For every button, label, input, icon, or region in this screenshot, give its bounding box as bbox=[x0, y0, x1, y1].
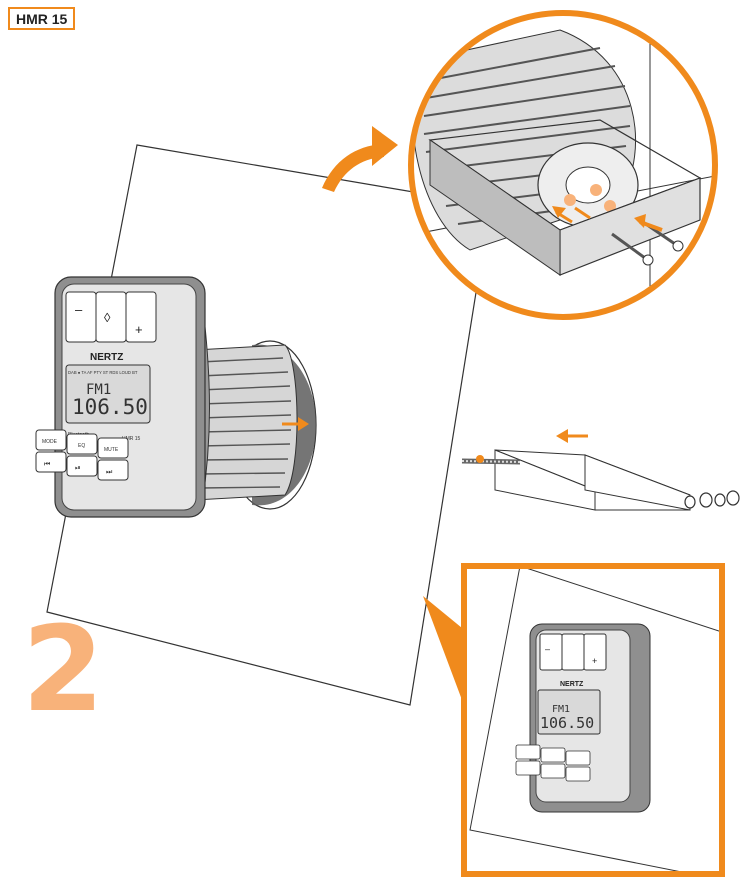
minus-button-label: – bbox=[75, 302, 83, 317]
status-row: DAB ● TA AF PTY ST RDS LOUD BT bbox=[68, 370, 138, 375]
insert-arrow bbox=[282, 417, 309, 431]
zoom-arrow bbox=[322, 126, 398, 192]
nuts-washers bbox=[684, 490, 740, 509]
lcd-line1: FM1 bbox=[86, 382, 111, 398]
brand-logo: NERTZ bbox=[90, 352, 123, 363]
play-button-label: ⏯ bbox=[75, 465, 81, 472]
head-unit: – ◊ + NERTZ DAB ● TA AF PTY ST RDS LOUD … bbox=[35, 276, 298, 518]
next-button-label: ⏭ bbox=[106, 469, 113, 476]
zoom-detail bbox=[408, 10, 718, 320]
svg-text:+: + bbox=[592, 656, 597, 666]
model-label: HMR 15 bbox=[122, 436, 141, 442]
mute-button-label: MUTE bbox=[104, 447, 119, 453]
svg-text:FM1: FM1 bbox=[552, 704, 570, 715]
svg-text:106.50: 106.50 bbox=[540, 714, 594, 732]
model-tag: HMR 15 bbox=[8, 7, 76, 30]
eq-button-label: EQ bbox=[78, 443, 85, 449]
plus-button-label: + bbox=[135, 322, 143, 337]
svg-text:NERTZ: NERTZ bbox=[560, 681, 584, 688]
inset-pointer bbox=[423, 596, 462, 700]
lcd-line2: 106.50 bbox=[72, 395, 148, 419]
inset-result: – + NERTZ FM1 106.50 bbox=[461, 563, 725, 877]
prev-button-label: ⏮ bbox=[44, 461, 50, 468]
step-number: 2 bbox=[22, 600, 105, 738]
mode-button-label: MODE bbox=[42, 439, 58, 445]
svg-text:–: – bbox=[545, 644, 550, 654]
threaded-rod bbox=[461, 455, 521, 465]
heatsink bbox=[194, 344, 298, 501]
mounting-bracket bbox=[461, 429, 740, 511]
power-button-label: ◊ bbox=[104, 310, 111, 325]
